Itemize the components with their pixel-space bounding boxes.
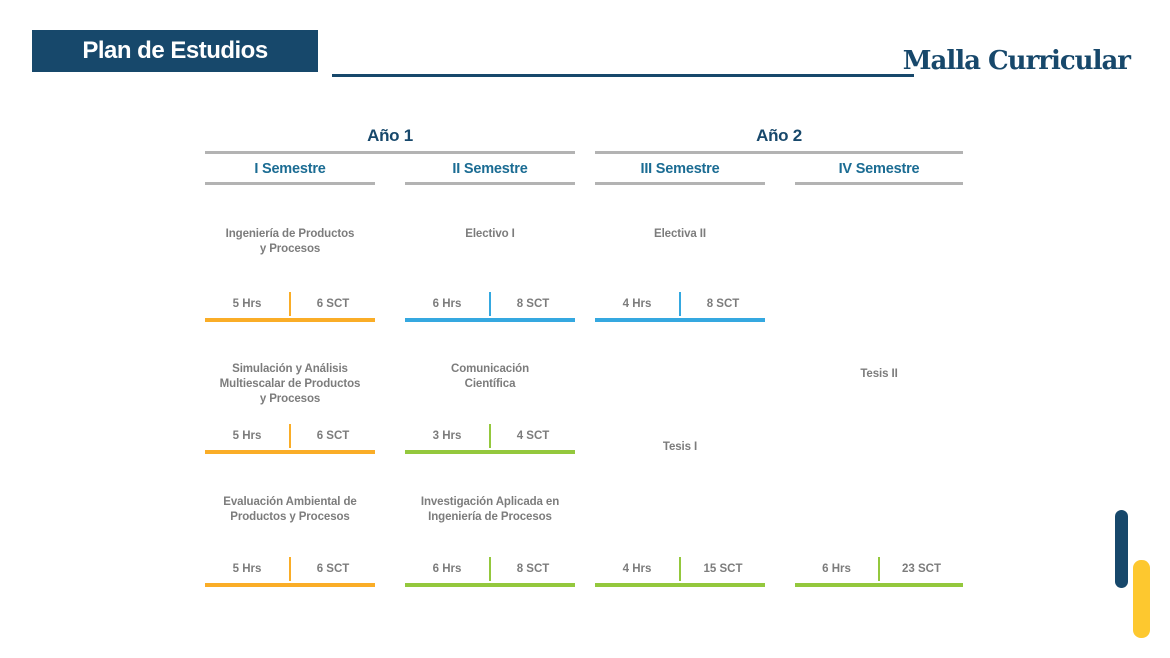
sct-value: 6 SCT	[316, 430, 350, 442]
course-title: Tesis I	[662, 441, 698, 453]
course-footer: 3 Hrs 4 SCT	[405, 424, 575, 454]
sct-value: 6 SCT	[316, 563, 350, 575]
course-hours: 4 Hrs 15 SCT	[595, 557, 765, 581]
year-1-underline	[205, 151, 575, 154]
course-title: Ingeniería de Productos y Procesos	[225, 228, 355, 255]
course-hours: 6 Hrs 8 SCT	[405, 292, 575, 316]
course-title: Simulación y Análisis Multiescalar de Pr…	[219, 363, 361, 405]
course-hours: 6 Hrs 8 SCT	[405, 557, 575, 581]
page-title: Plan de Estudios	[32, 30, 318, 72]
course-card-electivo-1: Electivo I 6 Hrs 8 SCT	[405, 215, 575, 322]
sct-value: 6 SCT	[316, 298, 350, 310]
course-title: Electiva II	[654, 228, 706, 240]
course-title: Comunicación Científica	[450, 363, 530, 390]
semester-3-label: III Semestre	[640, 161, 720, 177]
course-card-tesis-1: Tesis I 4 Hrs 15 SCT	[595, 350, 765, 587]
semester-2-underline	[405, 182, 575, 185]
semester-header-3: III Semestre	[595, 161, 765, 185]
hours-value: 5 Hrs	[232, 563, 262, 575]
sct-value: 4 SCT	[516, 430, 550, 442]
course-card-comunicacion-cientifica: Comunicación Científica 3 Hrs 4 SCT	[405, 350, 575, 454]
hours-value: 5 Hrs	[232, 430, 262, 442]
sct-value: 8 SCT	[516, 298, 550, 310]
course-underline	[205, 318, 375, 322]
hours-divider	[878, 557, 880, 581]
semester-header-1: I Semestre	[205, 161, 375, 185]
course-card-tesis-2: Tesis II 6 Hrs 23 SCT	[795, 215, 963, 587]
course-hours: 6 Hrs 23 SCT	[795, 557, 963, 581]
page-title-label: Plan de Estudios	[82, 37, 268, 64]
course-card-investigacion-aplicada: Investigación Aplicada en Ingeniería de …	[405, 483, 575, 587]
hours-divider	[489, 557, 491, 581]
course-underline	[595, 318, 765, 322]
course-underline	[595, 583, 765, 587]
year-header-2: Año 2	[595, 126, 963, 154]
sct-value: 8 SCT	[706, 298, 740, 310]
course-title: Investigación Aplicada en Ingeniería de …	[420, 496, 560, 523]
year-2-label: Año 2	[756, 126, 802, 145]
course-footer: 6 Hrs 8 SCT	[405, 292, 575, 322]
header-divider-line	[332, 74, 914, 77]
course-card-evaluacion-ambiental: Evaluación Ambiental de Productos y Proc…	[205, 483, 375, 587]
course-card-ingenieria-productos: Ingeniería de Productos y Procesos 5 Hrs…	[205, 215, 375, 322]
year-header-1: Año 1	[205, 126, 575, 154]
course-hours: 3 Hrs 4 SCT	[405, 424, 575, 448]
sct-value: 8 SCT	[516, 563, 550, 575]
semester-4-underline	[795, 182, 963, 185]
subtitle: Malla Curricular	[902, 46, 1131, 76]
course-title: Evaluación Ambiental de Productos y Proc…	[223, 496, 357, 523]
course-footer: 5 Hrs 6 SCT	[205, 424, 375, 454]
year-1-label: Año 1	[367, 126, 413, 145]
course-underline	[205, 450, 375, 454]
course-hours: 5 Hrs 6 SCT	[205, 424, 375, 448]
course-footer: 6 Hrs 23 SCT	[795, 557, 963, 587]
hours-divider	[289, 557, 291, 581]
hours-value: 4 Hrs	[622, 298, 652, 310]
course-title: Electivo I	[465, 228, 515, 240]
semester-1-underline	[205, 182, 375, 185]
semester-header-2: II Semestre	[405, 161, 575, 185]
course-underline	[205, 583, 375, 587]
course-hours: 5 Hrs 6 SCT	[205, 292, 375, 316]
semester-2-label: II Semestre	[452, 161, 528, 177]
hours-divider	[489, 424, 491, 448]
course-underline	[405, 450, 575, 454]
sct-value: 23 SCT	[902, 563, 941, 575]
course-title: Tesis II	[860, 368, 898, 380]
course-footer: 4 Hrs 8 SCT	[595, 292, 765, 322]
semester-4-label: IV Semestre	[838, 161, 920, 177]
course-footer: 5 Hrs 6 SCT	[205, 292, 375, 322]
hours-value: 3 Hrs	[432, 430, 462, 442]
hours-value: 6 Hrs	[822, 563, 851, 575]
course-hours: 4 Hrs 8 SCT	[595, 292, 765, 316]
hours-value: 6 Hrs	[432, 563, 462, 575]
course-footer: 4 Hrs 15 SCT	[595, 557, 765, 587]
course-underline	[405, 318, 575, 322]
course-card-simulacion-multiescalar: Simulación y Análisis Multiescalar de Pr…	[205, 350, 375, 454]
course-footer: 6 Hrs 8 SCT	[405, 557, 575, 587]
hours-divider	[489, 292, 491, 316]
semester-3-underline	[595, 182, 765, 185]
hours-divider	[679, 292, 681, 316]
course-underline	[795, 583, 963, 587]
course-hours: 5 Hrs 6 SCT	[205, 557, 375, 581]
hours-divider	[679, 557, 681, 581]
course-card-electiva-2: Electiva II 4 Hrs 8 SCT	[595, 215, 765, 322]
year-2-underline	[595, 151, 963, 154]
hours-divider	[289, 424, 291, 448]
decorative-bar-yellow	[1133, 560, 1150, 638]
decorative-bar-blue	[1115, 510, 1128, 588]
hours-divider	[289, 292, 291, 316]
course-underline	[405, 583, 575, 587]
course-footer: 5 Hrs 6 SCT	[205, 557, 375, 587]
sct-value: 15 SCT	[703, 563, 743, 575]
hours-value: 6 Hrs	[432, 298, 462, 310]
hours-value: 5 Hrs	[232, 298, 262, 310]
semester-1-label: I Semestre	[254, 161, 326, 177]
hours-value: 4 Hrs	[622, 563, 652, 575]
semester-header-4: IV Semestre	[795, 161, 963, 185]
